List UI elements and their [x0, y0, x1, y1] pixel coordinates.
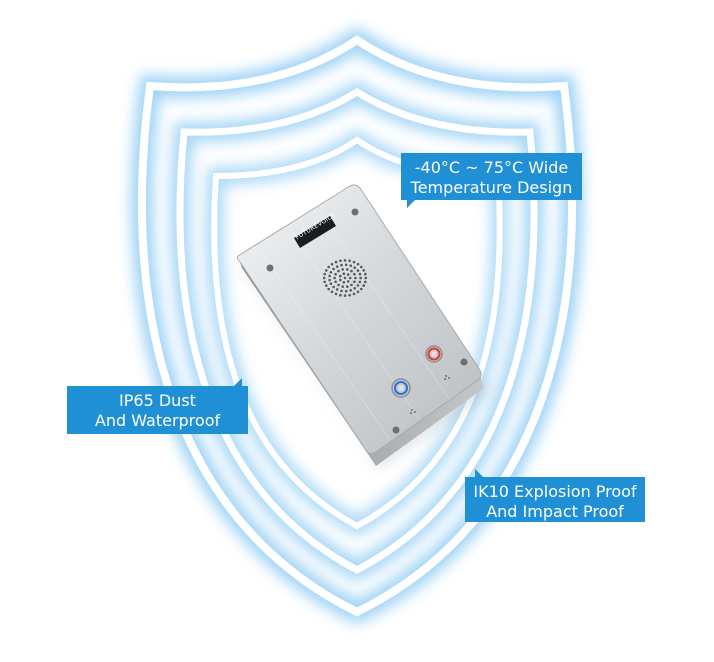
speaker-hole [328, 274, 331, 278]
callout-ip65-line2: And Waterproof [94, 411, 221, 430]
speaker-hole [348, 259, 351, 263]
speaker-hole [360, 287, 363, 291]
speaker-hole [333, 276, 336, 280]
speaker-hole [353, 287, 357, 290]
speaker-hole [349, 264, 353, 268]
speaker-hole [346, 280, 350, 283]
callout-pointer [234, 378, 242, 386]
speaker-hole [362, 269, 366, 272]
callout-pointer [475, 469, 483, 477]
speaker-hole [343, 294, 347, 297]
speaker-hole [337, 283, 340, 287]
speaker-hole [329, 271, 333, 274]
brand-plate [294, 216, 336, 248]
speaker-hole [341, 268, 345, 271]
speaker-grille [322, 259, 368, 297]
speaker-hole [340, 263, 343, 267]
speaker-hole [346, 285, 349, 288]
speaker-hole [348, 276, 352, 280]
speaker-hole [339, 278, 342, 282]
speaker-hole [337, 269, 340, 273]
speaker-hole [332, 267, 335, 271]
speaker-hole [344, 263, 348, 267]
speaker-hole [339, 259, 342, 263]
speaker-hole [348, 293, 351, 297]
screw-icon [266, 264, 274, 272]
speaker-hole [356, 262, 360, 266]
speaker-hole [343, 276, 347, 280]
speaker-hole [356, 269, 360, 272]
speaker-hole [339, 293, 342, 297]
speaker-hole [362, 284, 366, 287]
callout-ik10-line2: And Impact Proof [486, 502, 624, 521]
speaker-hole [356, 290, 360, 294]
callout-temperature: -40°C ~ 75°C Wide Temperature Design [401, 153, 582, 208]
speaker-hole [323, 272, 327, 276]
speaker-hole [353, 280, 356, 284]
speaker-hole [352, 292, 356, 296]
speaker-hole [327, 287, 331, 291]
speaker-hole [353, 272, 356, 276]
speaker-hole [359, 276, 362, 280]
intercom-device [236, 184, 488, 468]
speaker-hole [328, 278, 331, 282]
speaker-hole [346, 268, 349, 271]
speaker-hole [358, 280, 362, 284]
callout-ik10-line1: IK10 Explosion Proof [473, 482, 637, 501]
speaker-hole [356, 284, 360, 287]
speaker-hole [343, 259, 347, 262]
speaker-hole [327, 265, 331, 269]
shield-middle [170, 80, 544, 582]
callout-ik10: IK10 Explosion Proof And Impact Proof [465, 469, 645, 522]
speaker-hole [344, 289, 348, 293]
speaker-hole [350, 269, 353, 273]
speaker-hole [323, 280, 327, 284]
speaker-hole [364, 280, 367, 284]
speaker-hole [364, 272, 367, 276]
speaker-hole [339, 274, 342, 278]
speaker-hole [334, 292, 338, 296]
speaker-hole [349, 289, 353, 292]
speaker-hole [332, 285, 335, 289]
speaker-hole [329, 282, 333, 286]
speaker-hole [342, 272, 346, 276]
speaker-hole [342, 281, 346, 284]
screw-icon [460, 358, 468, 366]
callout-temperature-line1: -40°C ~ 75°C Wide [414, 158, 569, 177]
speaker-hole [335, 265, 339, 268]
speaker-hole [364, 276, 368, 280]
speaker-hole [322, 276, 326, 280]
shield-outer [130, 26, 584, 625]
speaker-hole [346, 273, 350, 276]
call-button-blue [391, 378, 411, 398]
callout-temperature-line2: Temperature Design [410, 178, 573, 197]
speaker-hole [330, 262, 334, 266]
speaker-hole [352, 260, 356, 264]
speaker-hole [334, 280, 337, 284]
speaker-hole [340, 289, 343, 293]
screw-icon [392, 426, 400, 434]
speaker-hole [334, 272, 337, 276]
speaker-hole [330, 290, 334, 294]
screw-icon [351, 208, 359, 216]
speaker-hole [325, 269, 328, 272]
speaker-hole [350, 283, 353, 287]
speaker-hole [354, 276, 357, 280]
speaker-hole [353, 266, 357, 270]
callout-pointer [407, 200, 415, 208]
speaker-hole [335, 288, 339, 291]
speaker-hole [334, 260, 338, 264]
speaker-hole [360, 265, 363, 269]
speaker-hole [358, 272, 362, 276]
callout-ip65-line1: IP65 Dust [119, 391, 196, 410]
call-button-red [425, 345, 443, 363]
speaker-hole [325, 284, 328, 287]
speaker-hole [341, 285, 345, 288]
callout-ip65: IP65 Dust And Waterproof [67, 378, 248, 434]
